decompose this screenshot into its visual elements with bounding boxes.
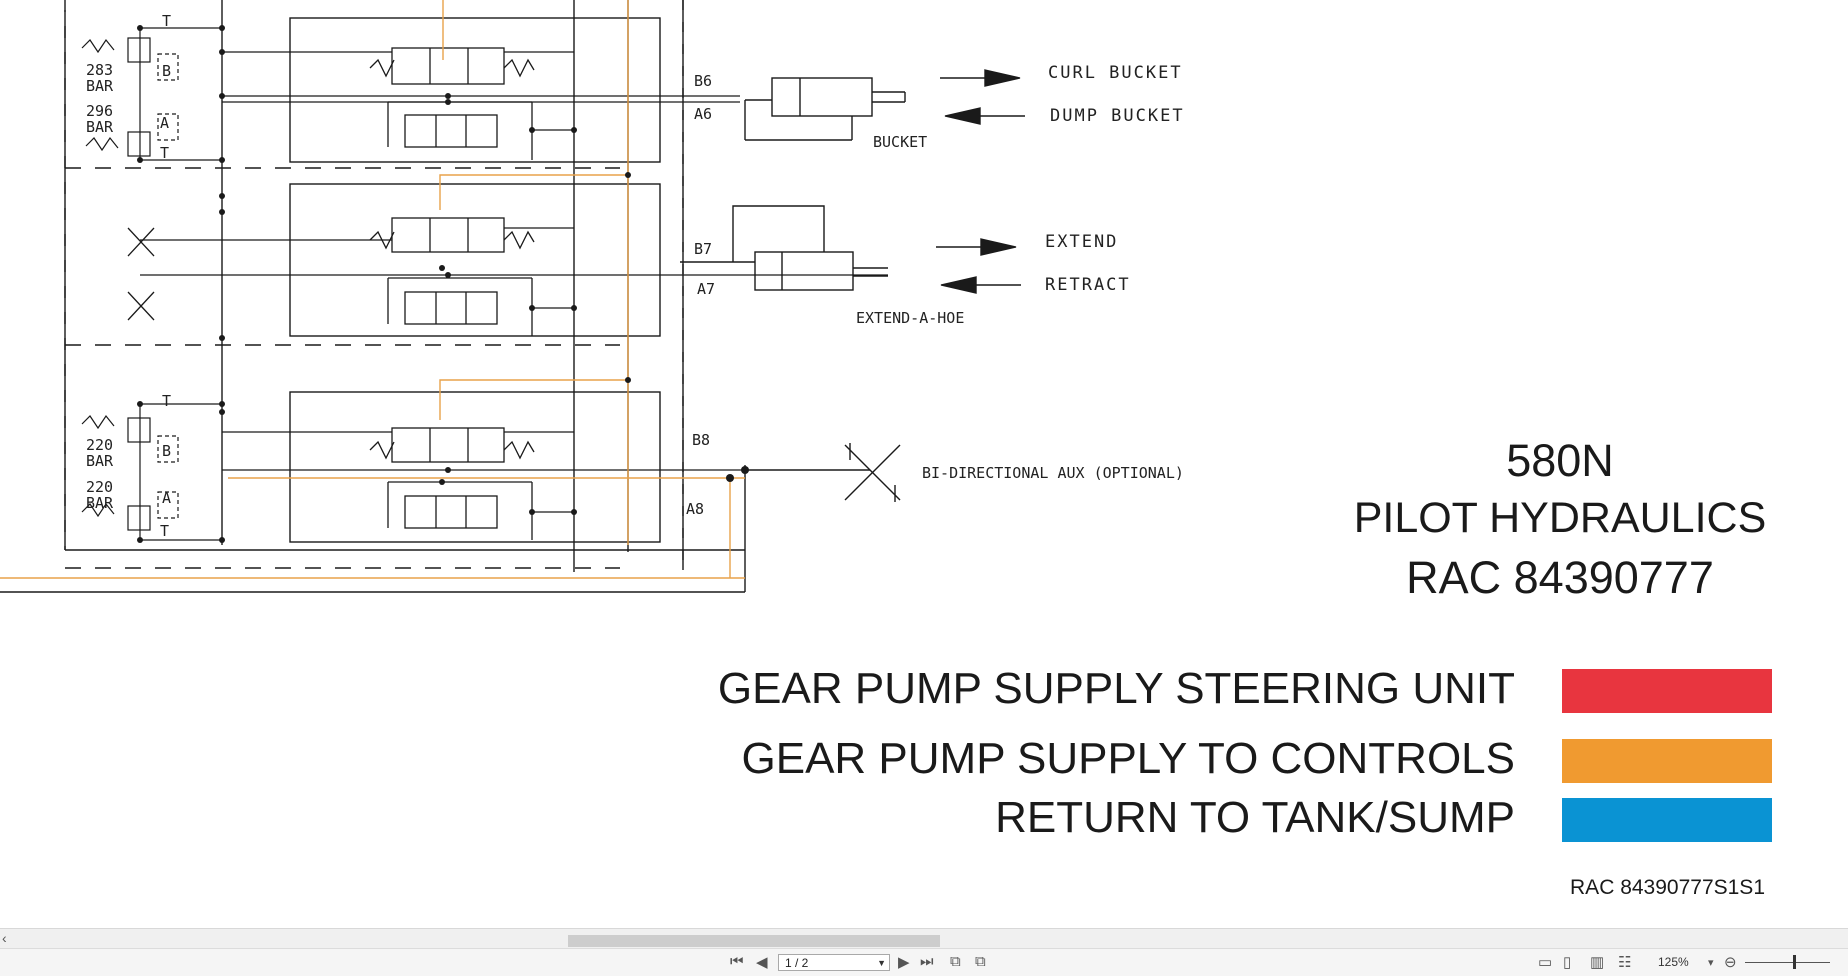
- port-t-label: T: [162, 392, 171, 410]
- bucket-cylinder: [771, 77, 873, 117]
- legend-label-return: RETURN TO TANK/SUMP: [995, 793, 1515, 842]
- zoom-slider[interactable]: [1745, 962, 1830, 963]
- diagram-description: PILOT HYDRAULICS: [1353, 494, 1767, 542]
- relief-unit: BAR: [86, 118, 114, 136]
- arrow-left-icon: [940, 276, 977, 294]
- two-page-view-icon[interactable]: ▥: [1590, 954, 1605, 971]
- junction-dots: [137, 25, 749, 543]
- sheet-reference: RAC 84390777S1S1: [1570, 876, 1765, 899]
- relief-labels: 283 BAR 296 BAR 220 BAR 220 BAR T T T T …: [86, 12, 171, 540]
- port-b-label: B: [162, 62, 171, 80]
- single-page-view-icon[interactable]: ▭: [1538, 954, 1553, 971]
- legend-label-controls: GEAR PUMP SUPPLY TO CONTROLS: [741, 734, 1515, 783]
- page-number-field[interactable]: 1 / 2 ▼: [778, 954, 890, 971]
- scroll-left-icon[interactable]: ‹: [2, 930, 7, 946]
- zoom-dropdown-icon[interactable]: ▾: [1708, 957, 1714, 969]
- legend-label-steering: GEAR PUMP SUPPLY STEERING UNIT: [717, 664, 1515, 713]
- function-arrows: [936, 69, 1025, 294]
- curl-bucket-label: CURL BUCKET: [1048, 63, 1183, 83]
- copy-icon[interactable]: ⧉: [950, 953, 961, 970]
- model-title: 580N: [1506, 435, 1614, 486]
- arrow-right-icon: [984, 69, 1021, 87]
- page-indicator: 1 / 2: [785, 956, 809, 970]
- viewer-toolbar: ⏮ ◀ 1 / 2 ▼ ▶ ⏭ ⧉ ⧉ ▭ ▯ ▥ ☷ 125% ▾ ⊖: [0, 948, 1848, 976]
- relief-pressure: 283: [86, 61, 113, 79]
- extend-a-hoe-label: EXTEND-A-HOE: [856, 309, 964, 327]
- pilot-supply-lines: [0, 0, 745, 579]
- extend-label: EXTEND: [1045, 232, 1118, 252]
- aux-label: BI-DIRECTIONAL AUX (OPTIONAL): [922, 464, 1184, 482]
- valve-section-3: [222, 427, 745, 540]
- chevron-down-icon[interactable]: ▼: [877, 958, 886, 968]
- bucket-label: BUCKET: [873, 133, 927, 151]
- port-label: B6: [694, 72, 712, 90]
- port-labels: B6 A6 B7 A7 B8 A8: [686, 72, 715, 518]
- relief-pressure: 220: [86, 478, 113, 496]
- relief-pressure: 296: [86, 102, 113, 120]
- extend-a-hoe-cylinder: [754, 251, 854, 291]
- document-viewport: 283 BAR 296 BAR 220 BAR 220 BAR T T T T …: [0, 0, 1772, 899]
- port-a-label: A: [162, 489, 171, 507]
- port-label: A7: [697, 280, 715, 298]
- prev-page-icon[interactable]: ◀: [756, 954, 768, 971]
- zoom-out-icon[interactable]: ⊖: [1724, 954, 1737, 971]
- arrow-left-icon: [944, 107, 981, 125]
- rac-number: RAC 84390777: [1406, 552, 1714, 603]
- horizontal-scrollbar[interactable]: ‹: [0, 928, 1848, 949]
- port-t-label: T: [160, 144, 169, 162]
- copy-alt-icon[interactable]: ⧉: [975, 953, 986, 970]
- port-a-label: A: [160, 114, 169, 132]
- retract-label: RETRACT: [1045, 275, 1131, 295]
- port-label: A8: [686, 500, 704, 518]
- relief-pressure: 220: [86, 436, 113, 454]
- port-label: B7: [694, 240, 712, 258]
- scrollbar-thumb[interactable]: [568, 935, 940, 947]
- cylinders: [680, 77, 906, 502]
- view-mode-icon[interactable]: ☷: [1618, 954, 1632, 971]
- dump-bucket-label: DUMP BUCKET: [1050, 106, 1185, 126]
- arrow-right-icon: [980, 238, 1017, 256]
- port-label: A6: [694, 105, 712, 123]
- valve-section-1: [222, 47, 740, 160]
- port-b-label: B: [162, 442, 171, 460]
- last-page-icon[interactable]: ⏭: [920, 953, 934, 970]
- legend-swatch-steering: [1562, 669, 1772, 713]
- function-labels: CURL BUCKET DUMP BUCKET BUCKET EXTEND RE…: [856, 63, 1185, 482]
- zoom-slider-knob[interactable]: [1793, 955, 1796, 969]
- hydraulic-schematic: 283 BAR 296 BAR 220 BAR 220 BAR T T T T …: [0, 0, 1185, 593]
- legend-swatch-return: [1562, 798, 1772, 842]
- next-page-icon[interactable]: ▶: [898, 954, 910, 971]
- valve-section-2: [127, 217, 888, 336]
- relief-valves: [81, 27, 222, 541]
- relief-unit: BAR: [86, 452, 114, 470]
- port-t-label: T: [162, 12, 171, 30]
- relief-unit: BAR: [86, 77, 114, 95]
- continuous-view-icon[interactable]: ▯: [1563, 954, 1572, 971]
- port-t-label: T: [160, 522, 169, 540]
- relief-unit: BAR: [86, 494, 114, 512]
- legend-swatch-controls: [1562, 739, 1772, 783]
- first-page-icon[interactable]: ⏮: [730, 953, 744, 970]
- port-label: B8: [692, 431, 710, 449]
- zoom-level: 125%: [1658, 955, 1689, 969]
